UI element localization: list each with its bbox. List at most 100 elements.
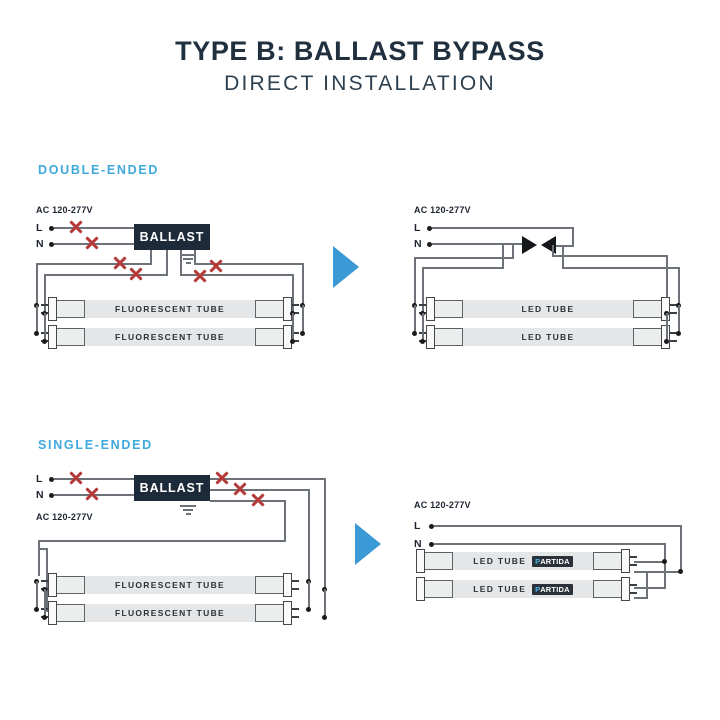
- tube-end-cap-right: [283, 297, 292, 321]
- x-mark: [208, 258, 224, 274]
- tube-pin: [670, 340, 677, 342]
- junction-dot: [34, 607, 39, 612]
- tube-row: FLUORESCENT TUBE: [38, 573, 302, 597]
- wire-tube-link-r1: [308, 581, 310, 609]
- tube-body: FLUORESCENT TUBE: [84, 300, 256, 318]
- wire-to-tube2: [634, 597, 648, 599]
- tube-pin: [292, 312, 299, 314]
- wire-conn-l-across: [414, 257, 514, 259]
- junction-dot: [42, 615, 47, 620]
- terminal-dot-l: [49, 477, 54, 482]
- tube-end-cap-right: [661, 297, 670, 321]
- tube-row: LED TUBE: [416, 297, 680, 321]
- wire-l-feed: [54, 227, 134, 229]
- terminal-dot-n: [427, 242, 432, 247]
- wire-out-c4: [38, 540, 40, 576]
- wire-out-a2: [324, 478, 326, 610]
- tube-pin: [292, 340, 299, 342]
- tube-row: LED TUBE: [416, 325, 680, 349]
- wire-out-d: [180, 250, 182, 275]
- wire-tube-link-r1: [302, 305, 304, 333]
- tube-pin: [292, 608, 299, 610]
- terminal-dot-l: [429, 524, 434, 529]
- tube-end-cap-left: [426, 325, 435, 349]
- tube-end-cap-right: [621, 549, 630, 573]
- tube-pin: [292, 304, 299, 306]
- wire-to-tube2b: [634, 587, 666, 589]
- tube-end-cap-left: [416, 577, 425, 601]
- tube-pin: [670, 304, 677, 306]
- wire-n-run: [434, 543, 666, 545]
- voltage-label: AC 120-277V: [36, 512, 93, 522]
- tube-end-cap-right: [283, 325, 292, 349]
- wire-out-c2: [284, 500, 286, 542]
- tube-end-cap-left: [48, 601, 57, 625]
- wire-tube-link-r2: [666, 313, 668, 341]
- x-mark: [214, 470, 230, 486]
- tube-end-cap-right: [621, 577, 630, 601]
- wire-tube-link-l1: [36, 581, 38, 609]
- wire-tube-link-l1: [414, 305, 416, 333]
- junction-dot: [664, 339, 669, 344]
- voltage-label: AC 120-277V: [414, 500, 471, 510]
- wire-conn-r-across2: [552, 255, 668, 257]
- wire-l-run: [432, 227, 574, 229]
- page-subtitle: DIRECT INSTALLATION: [224, 72, 496, 95]
- blue-triangle-right-icon: [333, 246, 359, 288]
- tube-label: LED TUBE: [473, 584, 527, 594]
- tube-pin: [292, 580, 299, 582]
- wire-down-tube2: [646, 571, 648, 599]
- ballast-box: BALLAST: [134, 224, 210, 250]
- x-mark: [84, 486, 100, 502]
- neutral-label: N: [36, 238, 44, 250]
- wire-conn-l-down: [512, 245, 514, 259]
- junction-dot: [300, 331, 305, 336]
- wire-tube-link-r2: [324, 589, 326, 617]
- wire-conn-r-across: [562, 267, 680, 269]
- tube-body: LED TUBE: [462, 300, 634, 318]
- wire-conn-l-down2: [502, 245, 504, 269]
- wire-l-feed: [54, 478, 134, 480]
- wire-l-to-conn: [546, 245, 574, 247]
- neutral-label: N: [414, 238, 422, 250]
- wire-down-tube2b: [664, 561, 666, 589]
- wire-l-to-tube1: [634, 571, 682, 573]
- wire-out-c3: [38, 540, 286, 542]
- tube-body: FLUORESCENT TUBE: [84, 328, 256, 346]
- wire-out-a: [150, 250, 152, 264]
- tube-label: LED TUBE: [521, 304, 575, 314]
- junction-dot: [662, 559, 667, 564]
- tube-body: FLUORESCENT TUBE: [84, 576, 256, 594]
- wire-l-down: [572, 227, 574, 247]
- junction-dot: [676, 331, 681, 336]
- wire-out-b2: [308, 489, 310, 583]
- tube-body: FLUORESCENT TUBE: [84, 604, 256, 622]
- tube-label: LED TUBE: [521, 332, 575, 342]
- junction-dot: [306, 607, 311, 612]
- tube-pin: [630, 592, 637, 594]
- tube-label: FLUORESCENT TUBE: [114, 580, 226, 590]
- wire-tube-link-l2: [44, 313, 46, 341]
- line-label: L: [36, 222, 43, 234]
- wire-tube-link-l1: [36, 305, 38, 333]
- wire-out-b: [166, 250, 168, 275]
- line-label: L: [414, 520, 421, 532]
- terminal-dot-n: [429, 542, 434, 547]
- wire-conn-l-leg: [414, 257, 416, 305]
- wire-out-c: [210, 500, 286, 502]
- junction-dot: [34, 331, 39, 336]
- tube-pin: [419, 304, 426, 306]
- wire-out-a: [210, 478, 326, 480]
- tube-pin: [670, 312, 677, 314]
- junction-dot: [42, 339, 47, 344]
- wire-n-run: [432, 243, 522, 245]
- brand-name: ARTIDA: [540, 584, 570, 594]
- neutral-label: N: [414, 538, 422, 550]
- brand-initial: P: [535, 584, 541, 594]
- junction-dot: [420, 339, 425, 344]
